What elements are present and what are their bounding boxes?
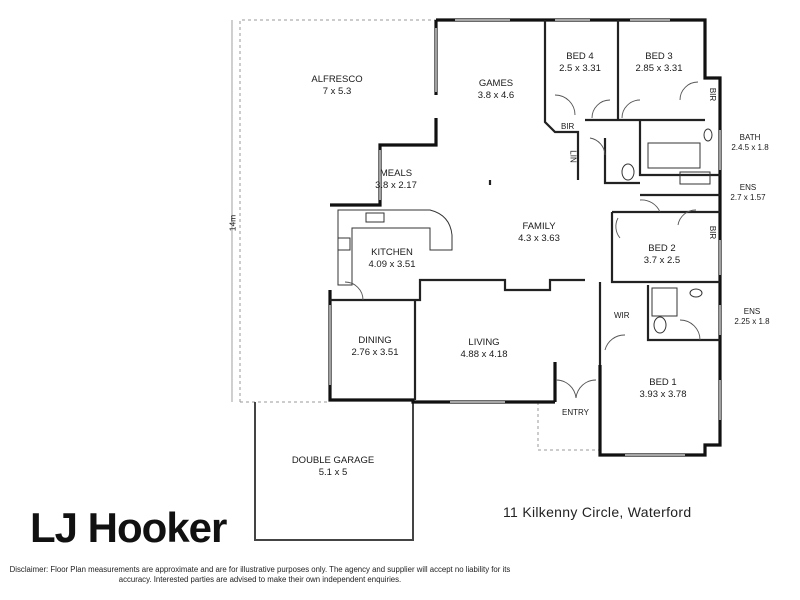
- room-size: 4.88 x 4.18: [460, 349, 508, 360]
- room-living: LIVING 4.88 x 4.18: [460, 337, 507, 361]
- garage-walls: [254, 402, 414, 541]
- room-name: LIVING: [468, 337, 500, 348]
- room-bath: BATH 2.4.5 x 1.8: [731, 133, 768, 153]
- fixtures: [621, 128, 713, 334]
- room-ens-2: ENS 2.25 x 1.8: [734, 307, 769, 327]
- room-name: BED 2: [648, 243, 676, 254]
- windows: [329, 19, 721, 456]
- room-size: 3.8 x 2.17: [375, 180, 417, 191]
- room-ens-1: ENS 2.7 x 1.57: [730, 183, 765, 203]
- room-size: 2.85 x 3.31: [635, 63, 683, 74]
- room-name: BED 3: [645, 51, 673, 62]
- room-games: GAMES 3.8 x 4.6: [478, 78, 514, 102]
- room-name: KITCHEN: [371, 247, 413, 258]
- brand-logo: LJ Hooker: [30, 504, 227, 551]
- room-bed1: BED 1 3.93 x 3.78: [639, 377, 686, 401]
- room-name: FAMILY: [522, 221, 556, 232]
- room-family: FAMILY 4.3 x 3.63: [518, 221, 560, 245]
- room-alfresco: ALFRESCO 7 x 5.3: [311, 74, 362, 98]
- room-name: BED 4: [566, 51, 594, 62]
- room-dining: DINING 2.76 x 3.51: [351, 335, 398, 359]
- room-size: 2.25 x 1.8: [734, 317, 770, 326]
- room-size: 3.7 x 2.5: [643, 255, 681, 266]
- room-name: ENS: [743, 307, 761, 316]
- property-address: 11 Kilkenny Circle, Waterford: [503, 504, 692, 520]
- room-name: BATH: [739, 133, 761, 142]
- label-lin: LIN: [568, 150, 578, 163]
- label-bir-bed2: BIR: [708, 225, 718, 240]
- room-name: GAMES: [478, 78, 514, 89]
- room-kitchen: KITCHEN 4.09 x 3.51: [368, 247, 415, 271]
- room-size: 4.09 x 3.51: [368, 259, 416, 270]
- room-size: 2.5 x 3.31: [559, 63, 601, 74]
- label-bir-bed4: BIR: [561, 122, 575, 131]
- label-entry: ENTRY: [562, 408, 589, 417]
- room-garage: DOUBLE GARAGE 5.1 x 5: [292, 455, 374, 479]
- room-name: ALFRESCO: [311, 74, 363, 85]
- room-name: BED 1: [649, 377, 677, 388]
- room-name: MEALS: [379, 168, 413, 179]
- room-bed2: BED 2 3.7 x 2.5: [644, 243, 680, 267]
- disclaimer-text: Disclaimer: Floor Plan measurements are …: [9, 565, 511, 584]
- room-size: 2.4.5 x 1.8: [731, 143, 769, 152]
- room-size: 2.76 x 3.51: [351, 347, 399, 358]
- dimension-label: 14m: [227, 214, 238, 232]
- room-size: 5.1 x 5: [318, 467, 348, 478]
- room-size: 3.8 x 4.6: [477, 90, 515, 101]
- room-name: DOUBLE GARAGE: [291, 455, 375, 466]
- label-bir-bed3: BIR: [708, 87, 718, 102]
- room-bed3: BED 3 2.85 x 3.31: [635, 51, 682, 75]
- room-size: 3.93 x 3.78: [639, 389, 687, 400]
- label-wir: WIR: [614, 311, 630, 320]
- room-size: 4.3 x 3.63: [518, 233, 560, 244]
- room-name: ENS: [739, 183, 757, 192]
- room-name: DINING: [358, 335, 392, 346]
- room-bed4: BED 4 2.5 x 3.31: [559, 51, 601, 75]
- room-size: 2.7 x 1.57: [730, 193, 766, 202]
- room-size: 7 x 5.3: [322, 86, 352, 97]
- kitchen-bench: [337, 209, 453, 286]
- room-meals: MEALS 3.8 x 2.17: [375, 168, 417, 192]
- door-swings: [344, 81, 701, 399]
